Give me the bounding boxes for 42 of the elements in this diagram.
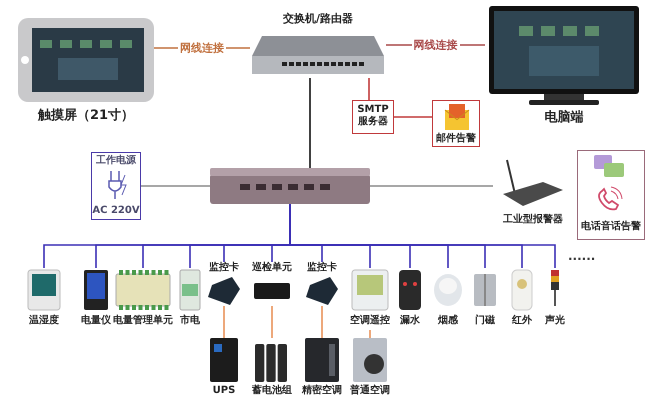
ellipsis-text: ······ [568, 252, 596, 266]
connector-line [369, 330, 371, 338]
power-supply-box [91, 152, 141, 220]
connector-line [368, 78, 370, 100]
connector-line [370, 185, 493, 187]
device-label: 电量仪 [80, 315, 112, 327]
connector-line [271, 306, 273, 338]
device-label: 巡检单元 [251, 262, 293, 274]
device-label: 空调遥控 [349, 315, 391, 327]
device-label: 红外 [510, 315, 533, 327]
alarm-panel-box [577, 150, 645, 240]
device-label: 电量管理单元 [112, 315, 174, 327]
edge-label: 网线连接 [412, 38, 460, 52]
connector-line [394, 116, 432, 118]
box-label: 电话音话告警 [580, 221, 642, 233]
edge-label: 网线连接 [178, 40, 226, 56]
device-label: 普通空调 [349, 385, 391, 397]
connector-line [223, 306, 225, 338]
device-label: 工业型报警器 [502, 214, 564, 226]
device-label: 温湿度 [28, 315, 60, 327]
device-label: 监控卡 [208, 262, 240, 274]
box-label: AC 220V [92, 205, 140, 217]
connector-line [321, 306, 323, 338]
box-label: 工作电源 [95, 155, 137, 167]
device-label: 触摸屏（21寸） [36, 108, 136, 124]
box-label: SMTP 服务器 [356, 104, 390, 128]
device-label: 交换机/路由器 [282, 12, 354, 26]
box-label: 邮件告警 [435, 133, 477, 145]
connector-line [309, 78, 311, 168]
connector-line [141, 185, 210, 187]
device-label: 漏水 [399, 315, 421, 327]
device-label: 精密空调 [300, 385, 343, 397]
device-label: 市电 [179, 315, 201, 327]
device-label: 蓄电池组 [251, 385, 293, 397]
device-label: 声光 [544, 315, 566, 327]
device-label: UPS [212, 385, 236, 397]
server-box [352, 100, 394, 134]
device-label: 电脑端 [544, 110, 584, 126]
device-label: 门磁 [474, 315, 496, 327]
device-label: 监控卡 [306, 262, 338, 274]
mail-alarm-box [432, 100, 480, 147]
device-label: 烟感 [436, 315, 459, 327]
